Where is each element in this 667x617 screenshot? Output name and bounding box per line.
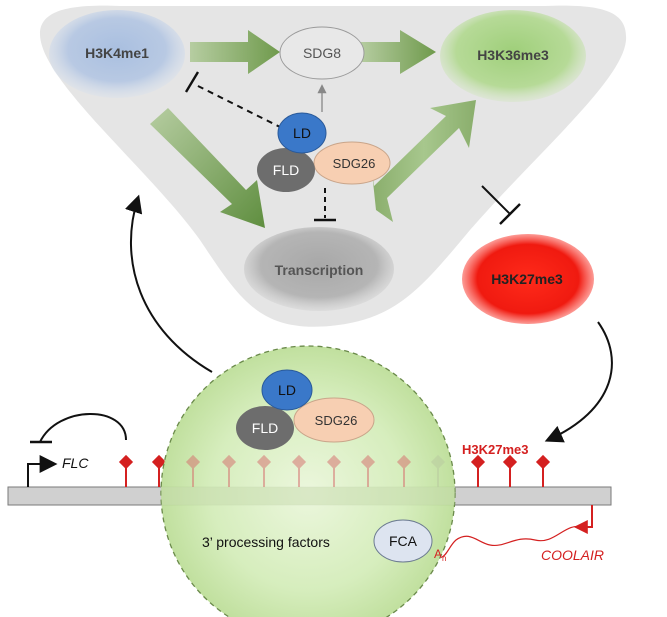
fld-bottom-label: FLD (252, 420, 278, 436)
arrow-h3k4me1-to-sdg8 (190, 30, 280, 74)
h3k27me3-marks-label: H3K27me3 (462, 442, 529, 457)
sdg26-top-node (313, 141, 391, 185)
flc-promoter-arrow (27, 455, 58, 487)
sdg26-bottom-node (293, 397, 375, 443)
fld-top-label: FLD (273, 162, 299, 178)
flc-repression-loop (39, 413, 127, 443)
marks-left (118, 454, 167, 487)
arrow-h3k4me1-to-transcription (150, 108, 265, 228)
fca-node (373, 519, 433, 563)
coolair-transcript (441, 525, 584, 558)
arrow-sdg8-to-h3k36me3 (360, 30, 436, 74)
processing-factors-label: 3’ processing factors (202, 534, 330, 550)
h3k4me1-node (49, 10, 185, 98)
h3k27me3-node (462, 234, 594, 324)
arrow-circle-to-triangle (125, 194, 213, 373)
inhibit-bar-h3k4me1 (184, 71, 200, 93)
sdg8-label: SDG8 (303, 45, 341, 61)
arrow-transcription-h3k36me3 (372, 100, 476, 222)
ld-bottom-node (261, 369, 313, 411)
transcription-node (244, 227, 394, 311)
dna-bar-inside (161, 487, 455, 505)
inhibit-bar-h3k27me3 (499, 203, 521, 225)
sdg8-node (279, 26, 365, 80)
h3k36me3-label: H3K36me3 (477, 47, 549, 63)
ld-top-node (277, 112, 327, 154)
coolair-promoter-arrow (573, 505, 593, 534)
inhibit-h3k36me3-h3k27me3 (481, 185, 511, 215)
flc-label: FLC (62, 455, 89, 471)
h3k36me3-node (440, 10, 586, 102)
transcription-label: Transcription (275, 262, 364, 278)
h3k27me3-node-label: H3K27me3 (491, 271, 563, 287)
sdg26-bottom-label: SDG26 (315, 413, 358, 428)
arrow-h3k27me3-to-marks (544, 321, 613, 443)
ld-top-label: LD (293, 125, 311, 141)
inhibit-complex-h3k4me1 (193, 83, 283, 129)
fld-bottom-node (236, 406, 294, 450)
marks-right (470, 454, 551, 487)
marks-faded (185, 454, 446, 487)
sdg26-top-label: SDG26 (333, 156, 376, 171)
ld-bottom-label: LD (278, 382, 296, 398)
polya-subscript: n (442, 554, 446, 563)
h3k4me1-label: H3K4me1 (85, 45, 149, 61)
fld-top-node (257, 148, 315, 192)
fca-label: FCA (389, 533, 418, 549)
polya-label: An (434, 547, 446, 563)
coolair-label: COOLAIR (541, 547, 604, 563)
